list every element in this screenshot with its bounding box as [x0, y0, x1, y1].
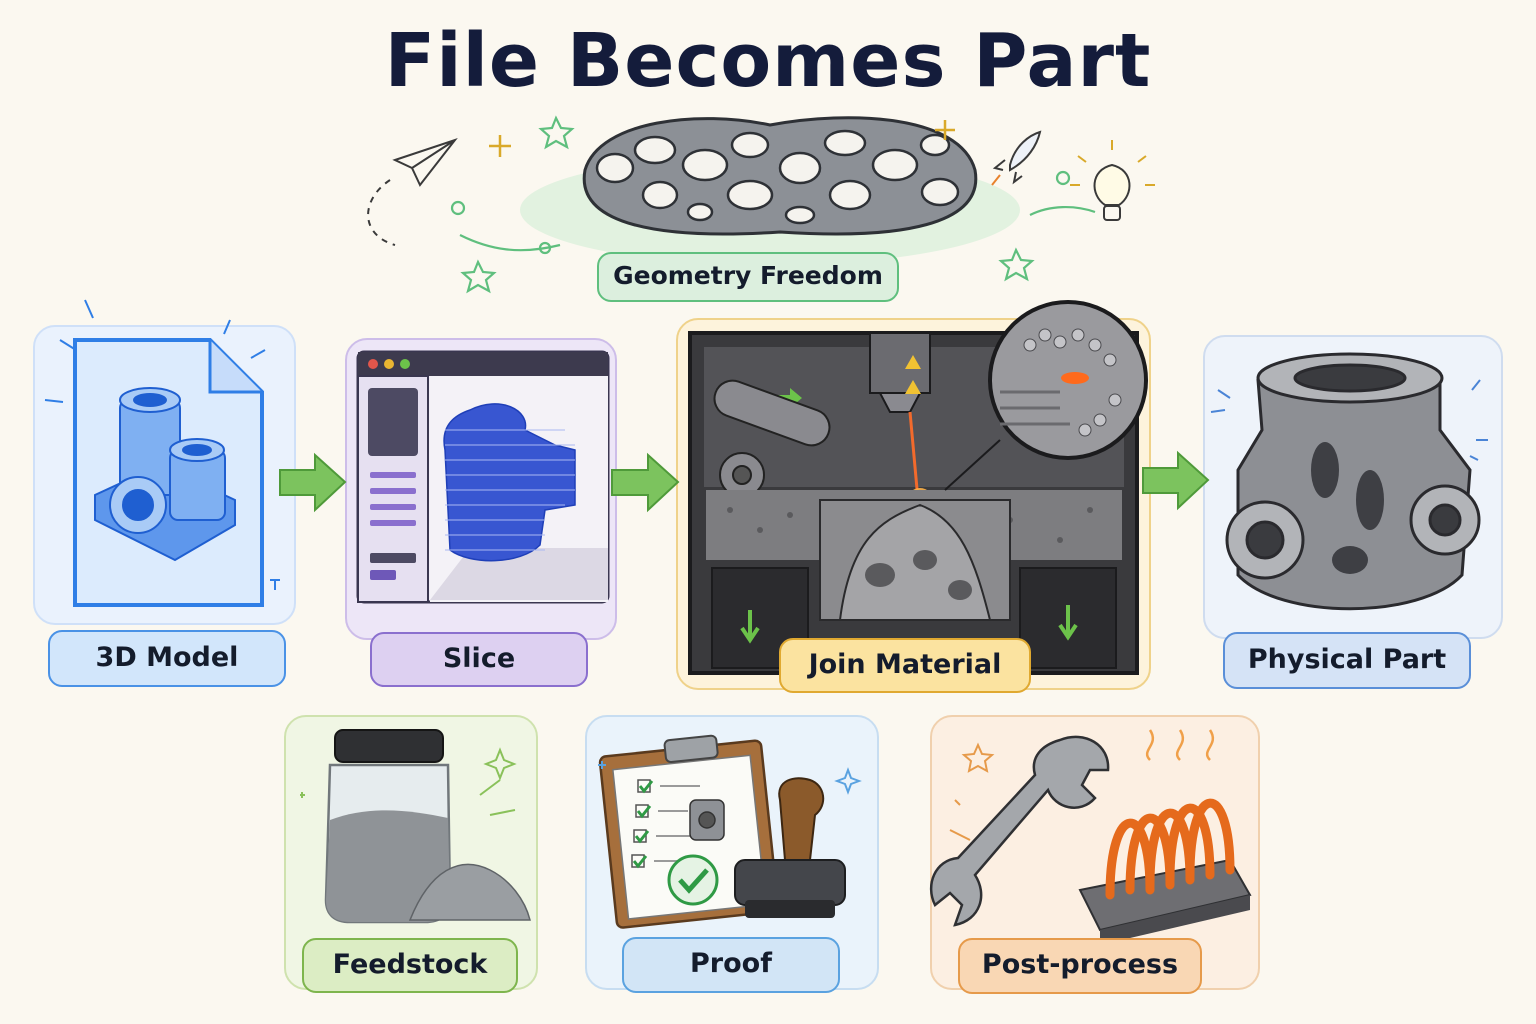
- wrench-icon: [931, 737, 1108, 925]
- label-post-process: Post-process: [958, 938, 1202, 994]
